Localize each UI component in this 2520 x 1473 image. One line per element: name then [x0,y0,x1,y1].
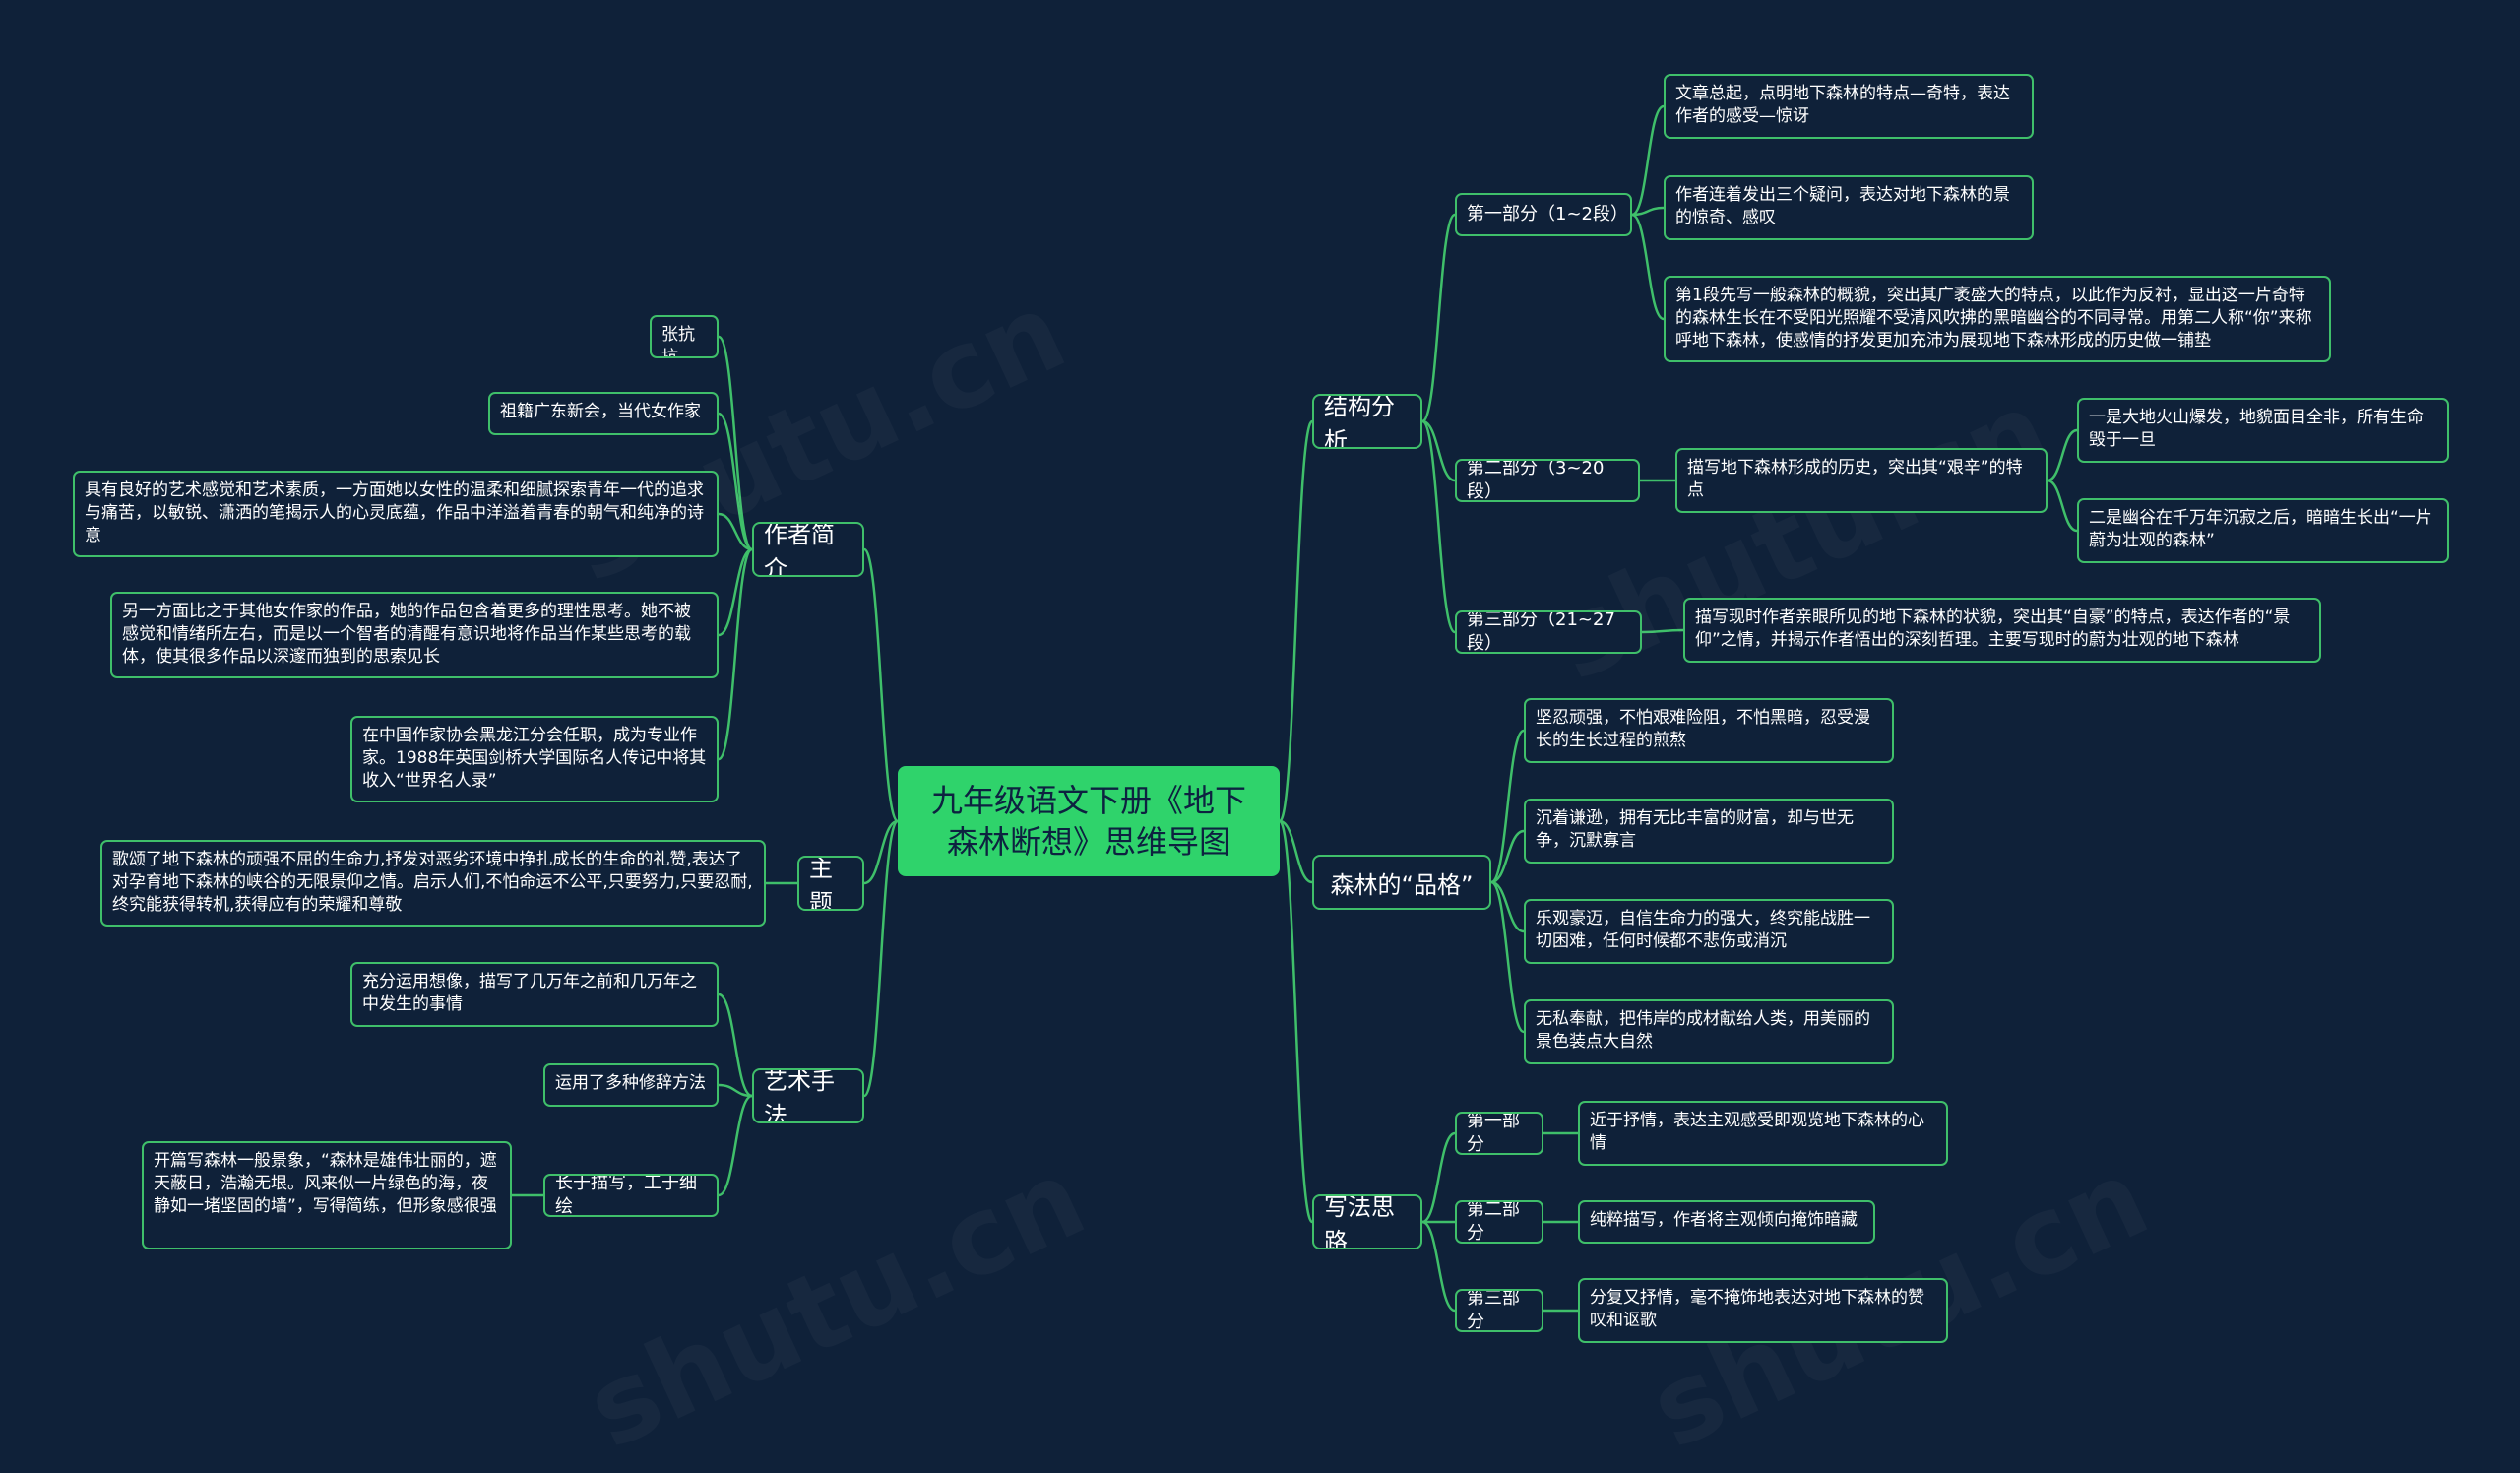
character-item[interactable]: 乐观豪迈，自信生命力的强大，终究能战胜一切困难，任何时候都不悲伤或消沉 [1524,899,1894,964]
writing-part-desc[interactable]: 分复又抒情，毫不掩饰地表达对地下森林的赞叹和讴歌 [1578,1278,1948,1343]
connector [1278,419,1314,823]
root-title: 九年级语文下册《地下森林断想》思维导图 [930,782,1246,861]
author-item[interactable]: 张抗抗 [650,315,719,358]
structure-part1-item[interactable]: 作者连着发出三个疑问，表达对地下森林的景的惊奇、感叹 [1664,175,2034,240]
connector [1421,419,1456,482]
connector [717,335,754,551]
category-author[interactable]: 作者简介 [752,522,864,577]
connector [863,819,899,885]
connector [2047,479,2078,533]
connector [2047,428,2078,482]
connector [717,547,754,761]
connector [1420,213,1457,423]
category-art[interactable]: 艺术手法 [752,1068,864,1123]
structure-part2-item[interactable]: 二是幽谷在千万年沉寂之后，暗暗生长出“一片蔚为壮观的森林” [2077,498,2449,563]
theme-desc[interactable]: 歌颂了地下森林的顽强不屈的生命力,抒发对恶劣环境中挣扎成长的生命的礼赞,表达了对… [100,840,766,927]
art-sub-desc[interactable]: 开篇写森林一般景象，“森林是雄伟壮丽的，遮天蔽日，浩瀚无垠。风来似一片绿色的海，… [142,1141,512,1249]
connector [718,993,753,1098]
structure-part2-desc[interactable]: 描写地下森林形成的历史，突出其“艰辛”的特点 [1675,448,2048,513]
structure-part2[interactable]: 第二部分（3~20段） [1455,459,1640,502]
connector [1421,1131,1456,1224]
category-theme[interactable]: 主题 [797,856,864,911]
writing-part[interactable]: 第三部分 [1455,1289,1544,1332]
author-item[interactable]: 祖籍广东新会，当代女作家 [488,392,719,435]
writing-part[interactable]: 第二部分 [1455,1200,1544,1244]
structure-part3-desc[interactable]: 描写现时作者亲眼所见的地下森林的状貌，突出其“自豪”的特点，表达作者的“景仰”之… [1683,598,2321,663]
character-item[interactable]: 坚忍顽强，不怕艰难险阻，不怕黑暗，忍受漫长的生长过程的煎熬 [1524,698,1894,763]
connector [1278,819,1314,1224]
author-item[interactable]: 另一方面比之于其他女作家的作品，她的作品包含着更多的理性思考。她不被感觉和情绪所… [110,592,719,678]
connector [1421,1220,1456,1313]
connector [718,1094,753,1197]
connector [718,512,753,551]
root-node[interactable]: 九年级语文下册《地下森林断想》思维导图 [898,766,1280,876]
connector [1420,419,1457,634]
category-structure[interactable]: 结构分析 [1312,394,1422,449]
structure-part2-item[interactable]: 一是大地火山爆发，地貌面目全非，所有生命毁于一旦 [2077,398,2449,463]
connector [862,547,900,823]
connector [1631,206,1665,217]
connector [862,819,900,1098]
connector [1631,213,1665,321]
structure-part1[interactable]: 第一部分（1~2段） [1455,193,1632,236]
connector [718,1083,753,1098]
author-item[interactable]: 在中国作家协会黑龙江分会任职，成为专业作家。1988年英国剑桥大学国际名人传记中… [350,716,719,802]
author-item[interactable]: 具有良好的艺术感觉和艺术素质，一方面她以女性的温柔和细腻探索青年一代的追求与痛苦… [73,471,719,557]
structure-part1-item[interactable]: 文章总起，点明地下森林的特点—奇特，表达作者的感受—惊讶 [1664,74,2034,139]
writing-part-desc[interactable]: 纯粹描写，作者将主观倾向掩饰暗藏 [1578,1200,1875,1244]
connector [1490,880,1525,933]
connector [1490,880,1525,1034]
structure-part1-item[interactable]: 第1段先写一般森林的概貌，突出其广袤盛大的特点，以此作为反衬，显出这一片奇特的森… [1664,276,2331,362]
connector-lines [512,104,2078,1313]
art-sub[interactable]: 长于描写，工于细绘 [543,1174,719,1217]
connector [718,547,753,637]
connector [1631,104,1665,217]
connector [1641,628,1684,634]
writing-part[interactable]: 第一部分 [1455,1112,1544,1155]
connector [718,412,753,551]
character-item[interactable]: 沉着谦逊，拥有无比丰富的财富，却与世无争，沉默寡言 [1524,799,1894,864]
writing-part-desc[interactable]: 近于抒情，表达主观感受即观览地下森林的心情 [1578,1101,1948,1166]
connector [1490,829,1525,884]
connector [1279,819,1313,884]
category-writing[interactable]: 写法思路 [1312,1194,1422,1249]
structure-part3[interactable]: 第三部分（21~27段） [1455,610,1642,654]
art-item[interactable]: 运用了多种修辞方法 [543,1063,719,1107]
connector [1490,729,1525,884]
category-character[interactable]: 森林的“品格” [1312,855,1491,910]
character-item[interactable]: 无私奉献，把伟岸的成材献给人类，用美丽的景色装点大自然 [1524,999,1894,1064]
art-item[interactable]: 充分运用想像，描写了几万年之前和几万年之中发生的事情 [350,962,719,1027]
